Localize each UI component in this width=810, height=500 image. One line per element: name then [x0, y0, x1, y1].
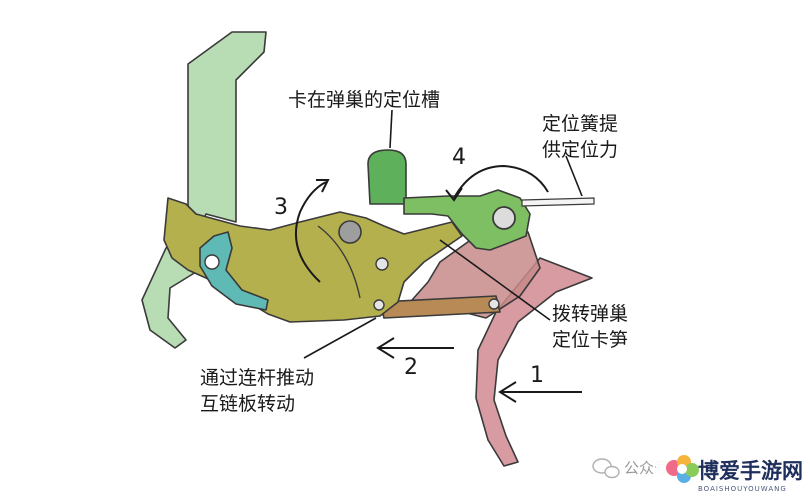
- label-magazine-notch: 卡在弹巢的定位槽: [288, 89, 440, 111]
- label-rod-2: 互链板转动: [200, 393, 295, 415]
- latch-pin: [204, 254, 220, 270]
- step-number-2: 2: [404, 355, 418, 380]
- cylinder-stop: [367, 149, 407, 205]
- step-number-4: 4: [452, 145, 466, 170]
- leader-notch: [389, 109, 393, 149]
- logo-sub-text: BOAISHOUYOUWANG: [698, 485, 787, 493]
- label-spring-1: 定位簧提: [542, 113, 618, 135]
- label-pawl-2: 定位卡笋: [552, 329, 628, 351]
- arrow-4-head: [445, 187, 463, 202]
- site-logo: 博爱手游网 BOAISHOUYOUWANG: [656, 450, 806, 496]
- rod-pin-right: [488, 298, 500, 310]
- logo-main-text: 博爱手游网: [698, 459, 803, 483]
- pawl-pivot-hole: [492, 206, 516, 230]
- hammer-latch: [199, 231, 269, 311]
- arrow-3-arc: [294, 181, 327, 283]
- label-spring-2: 供定位力: [542, 139, 618, 161]
- arrow-3-head: [316, 179, 330, 193]
- sear-inner-curve: [317, 225, 361, 299]
- sear-pivot-pin: [338, 220, 362, 244]
- arrow-2: [376, 337, 454, 359]
- spring-rod: [521, 197, 595, 207]
- arrow-1: [498, 381, 582, 403]
- wechat-icon: [592, 458, 620, 479]
- step-number-1: 1: [530, 363, 544, 388]
- pawl-part: [403, 189, 531, 251]
- trigger-part: [475, 257, 593, 467]
- leader-pawl: [439, 239, 551, 321]
- leader-spring: [565, 155, 583, 197]
- arrow-4-arc: [453, 164, 549, 199]
- leader-rod: [303, 317, 377, 359]
- label-pawl-1: 拨转弹巢: [552, 303, 628, 325]
- step-number-3: 3: [274, 195, 288, 220]
- sear-small-pin: [375, 257, 389, 271]
- label-rod-1: 通过连杆推动: [200, 367, 314, 389]
- rod-pin-left: [373, 299, 385, 311]
- logo-flower-icon: [666, 455, 699, 483]
